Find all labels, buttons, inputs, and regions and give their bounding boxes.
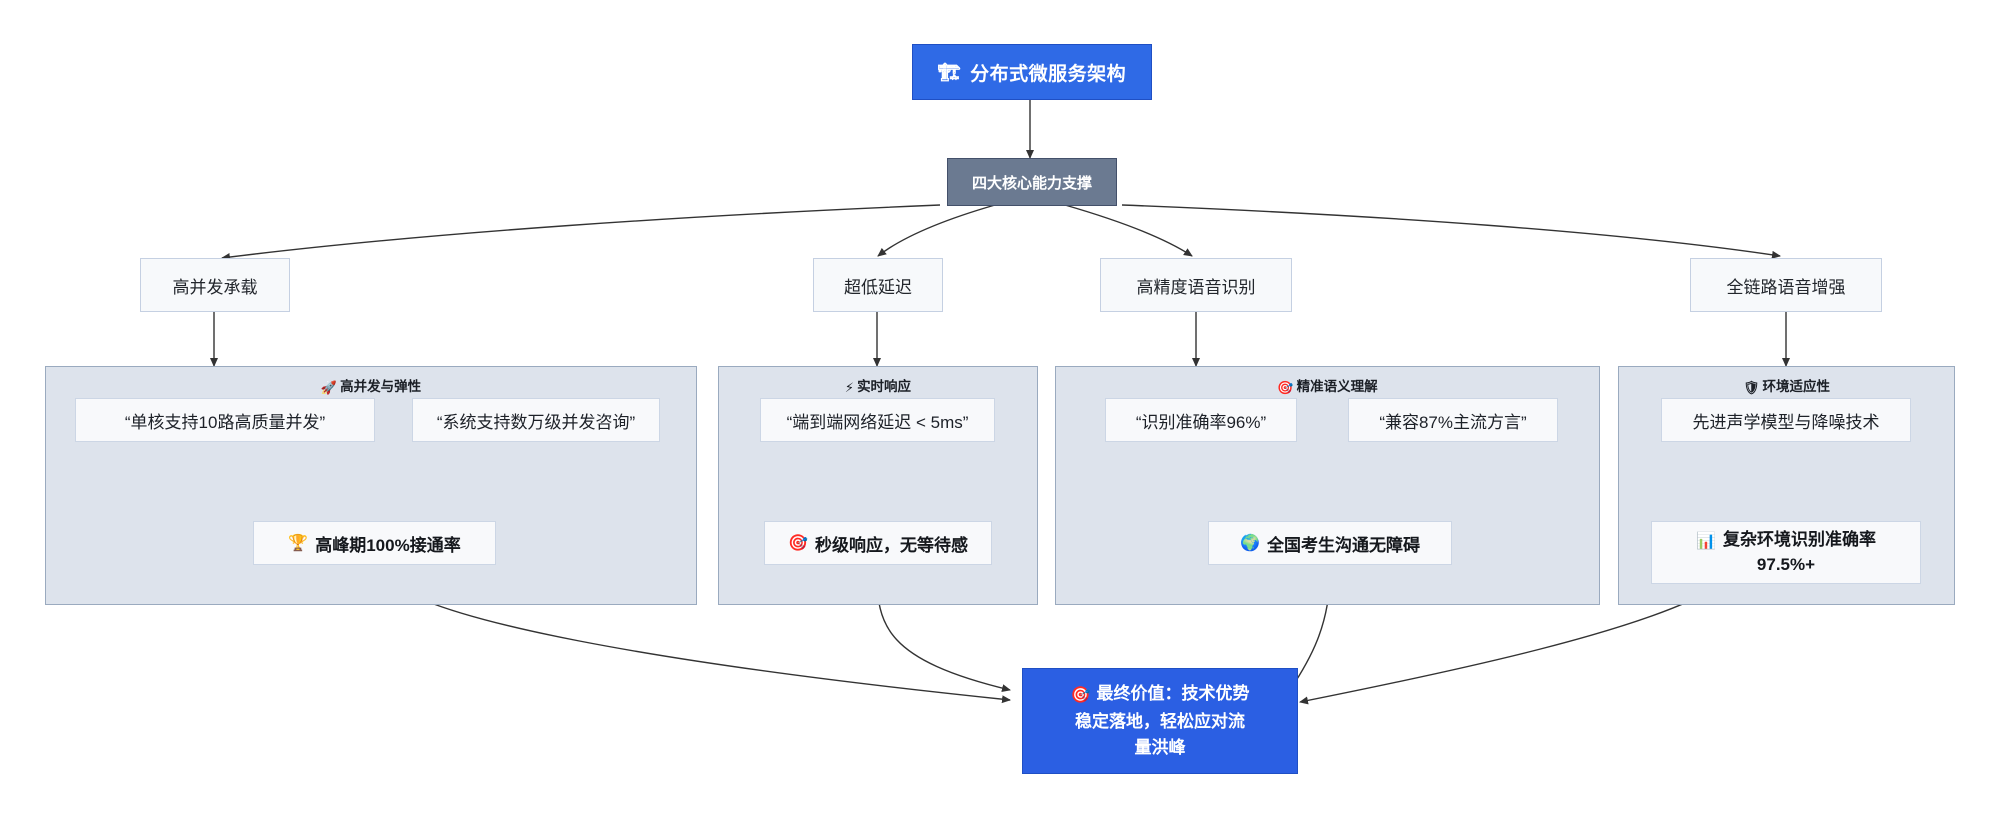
globe-icon: 🌍 <box>1240 535 1260 552</box>
capability-node-enhance[interactable]: 全链路语音增强 <box>1690 258 1882 312</box>
evidence-node-accuracy[interactable]: “识别准确率96%” <box>1105 398 1297 442</box>
dart-icon: 🎯 <box>1277 380 1294 395</box>
edge-hub-to-cap-asr <box>1064 204 1193 257</box>
evidence-label: “兼容87%主流方言” <box>1379 412 1527 432</box>
cluster-title-concurrency: 🚀高并发与弹性 <box>46 375 696 396</box>
capability-label: 超低延迟 <box>844 277 912 297</box>
hub-node[interactable]: 四大核心能力支撑 <box>947 158 1117 206</box>
capability-label: 高并发承载 <box>172 277 258 297</box>
lightning-icon: ⚡ <box>844 380 855 395</box>
result-label: 秒级响应，无等待感 <box>814 535 968 555</box>
result-node-second-response[interactable]: 🎯 秒级响应，无等待感 <box>764 521 992 565</box>
cluster-title-text: 精准语义理解 <box>1296 379 1378 394</box>
capability-label: 高精度语音识别 <box>1136 277 1256 297</box>
capability-node-asr[interactable]: 高精度语音识别 <box>1100 258 1292 312</box>
shield-icon: 🛡 <box>1742 380 1760 395</box>
evidence-node-single-core[interactable]: “单核支持10路高质量并发” <box>75 398 375 442</box>
rocket-icon: 🚀 <box>320 380 338 395</box>
cluster-title-text: 环境适应性 <box>1762 379 1831 394</box>
cluster-title-environment: 🛡环境适应性 <box>1619 375 1954 396</box>
result-label-secondary: 97.5%+ <box>1756 554 1816 574</box>
result-node-peak-rate[interactable]: 🏆 高峰期100%接通率 <box>253 521 496 565</box>
evidence-label: “端到端网络延迟 < 5ms” <box>786 412 969 432</box>
result-node-nationwide[interactable]: 🌍 全国考生沟通无障碍 <box>1208 521 1452 565</box>
evidence-node-dialect[interactable]: “兼容87%主流方言” <box>1348 398 1558 442</box>
edge-hub-to-cap-latency <box>877 204 996 257</box>
cluster-title-text: 高并发与弹性 <box>340 379 422 394</box>
evidence-node-acoustic-model[interactable]: 先进声学模型与降噪技术 <box>1661 398 1911 442</box>
edge-hub-to-cap-enhance <box>1121 204 1781 259</box>
dart-icon: 🎯 <box>1070 686 1091 704</box>
evidence-label: “识别准确率96%” <box>1135 412 1267 432</box>
cluster-title-latency: ⚡实时响应 <box>719 375 1037 396</box>
result-node-complex-env[interactable]: 📊 复杂环境识别准确率 97.5%+ <box>1651 521 1921 584</box>
cluster-title-semantic: 🎯精准语义理解 <box>1056 375 1599 396</box>
final-line-1: 最终价值：技术优势 <box>1096 683 1250 703</box>
capability-node-latency[interactable]: 超低延迟 <box>813 258 943 312</box>
final-line-2: 稳定落地，轻松应对流 <box>1074 711 1245 731</box>
final-value-node[interactable]: 🎯 最终价值：技术优势 稳定落地，轻松应对流 量洪峰 <box>1022 668 1298 774</box>
root-node-label: 分布式微服务架构 <box>970 63 1127 85</box>
bar-chart-icon: 📊 <box>1696 532 1716 550</box>
evidence-label: “系统支持数万级并发咨询” <box>436 412 636 432</box>
final-line-3: 量洪峰 <box>1134 737 1186 757</box>
cluster-title-text: 实时响应 <box>857 379 912 394</box>
result-label: 复杂环境识别准确率 <box>1722 529 1876 549</box>
capability-label: 全链路语音增强 <box>1726 277 1846 297</box>
evidence-label: “单核支持10路高质量并发” <box>124 412 326 432</box>
dart-icon: 🎯 <box>788 535 808 552</box>
trophy-icon: 🏆 <box>288 535 309 552</box>
result-label: 全国考生沟通无障碍 <box>1266 535 1420 555</box>
root-node[interactable]: 🏗 分布式微服务架构 <box>912 44 1152 100</box>
capability-node-concurrency[interactable]: 高并发承载 <box>140 258 290 312</box>
result-label: 高峰期100%接通率 <box>315 535 461 555</box>
hub-node-label: 四大核心能力支撑 <box>971 174 1092 192</box>
evidence-node-system-scale[interactable]: “系统支持数万级并发咨询” <box>412 398 660 442</box>
edge-hub-to-cap-concurrency <box>221 204 941 261</box>
evidence-node-e2e-latency[interactable]: “端到端网络延迟 < 5ms” <box>760 398 995 442</box>
evidence-label: 先进声学模型与降噪技术 <box>1692 412 1880 432</box>
construction-icon: 🏗 <box>937 61 962 82</box>
